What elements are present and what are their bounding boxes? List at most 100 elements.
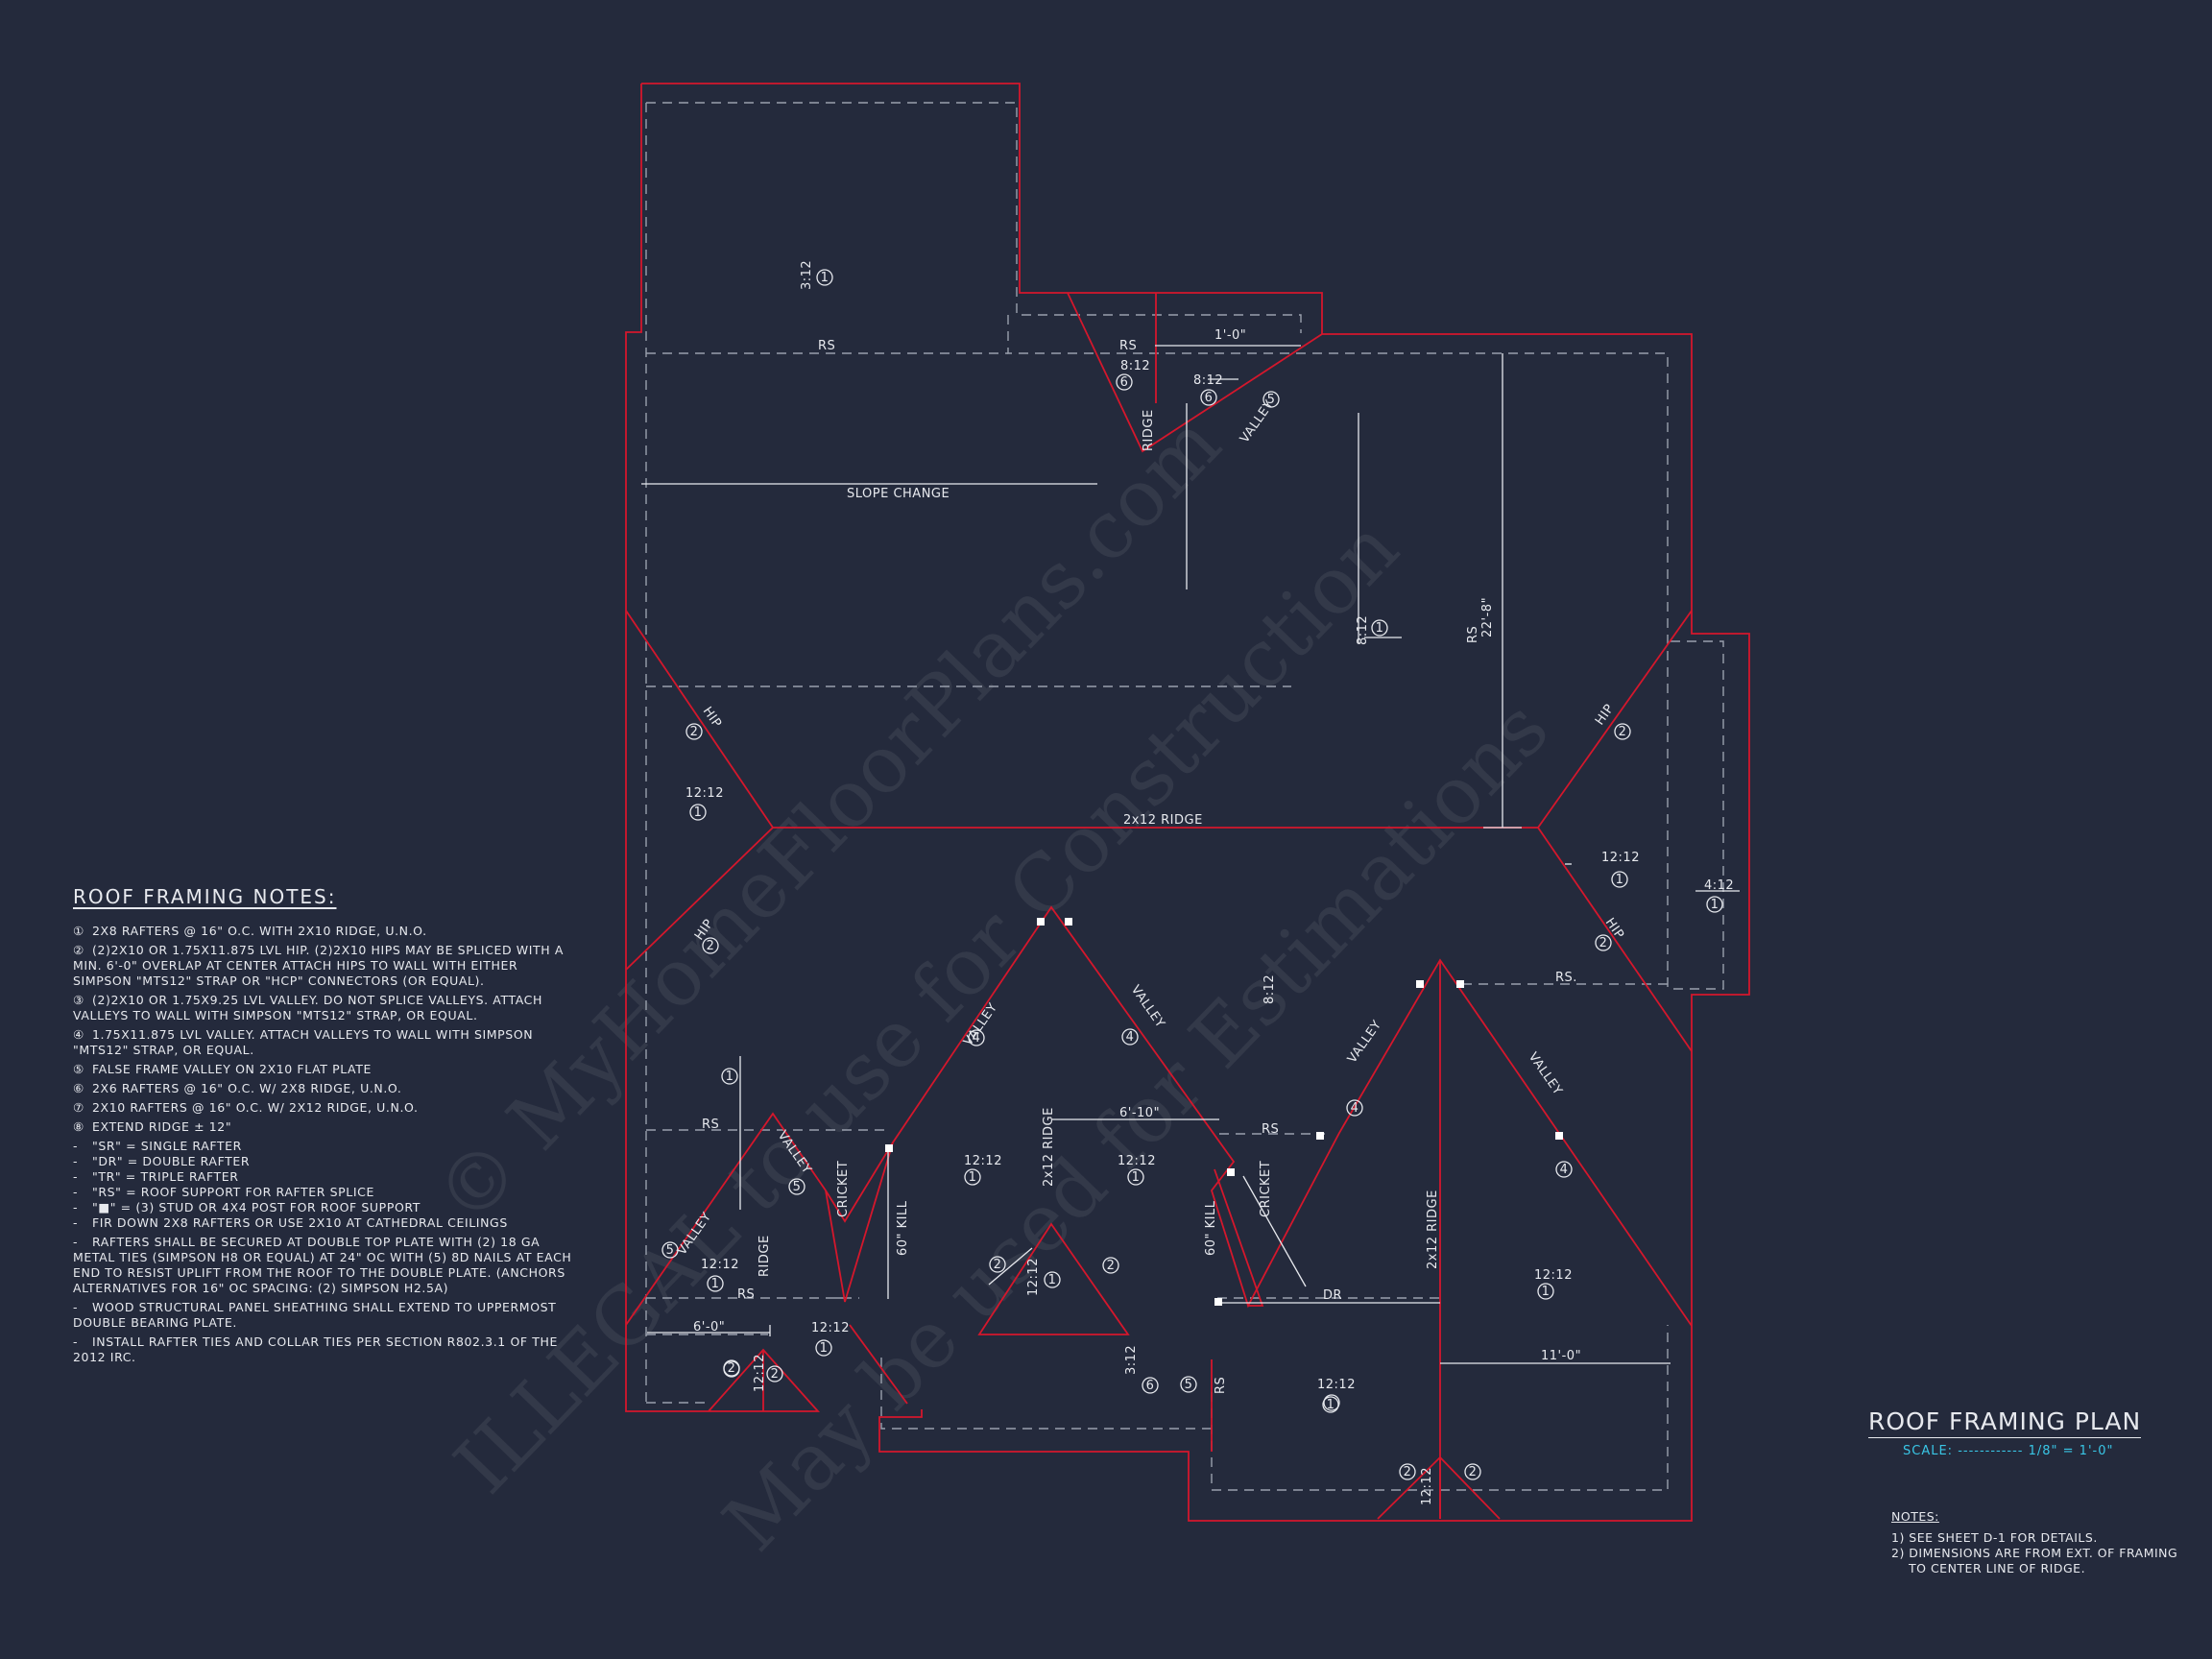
- note-item: ⑧ EXTEND RIDGE ± 12": [73, 1119, 572, 1135]
- note-item: ④1.75x11.875 LVL VALLEY. ATTACH VALLEYS …: [73, 1027, 572, 1058]
- drawing-scale: SCALE: ------------ 1/8" = 1'-0": [1903, 1444, 2114, 1458]
- support-post: [1065, 918, 1072, 926]
- note-marker: [1537, 1283, 1554, 1300]
- support-post: [1037, 918, 1045, 926]
- note-text: INSTALL RAFTER TIES AND COLLAR TIES PER …: [73, 1334, 558, 1364]
- label-ridge: RIDGE: [757, 1235, 772, 1277]
- notes-title: ROOF FRAMING NOTES:: [73, 885, 337, 908]
- note-number: ②: [73, 943, 84, 957]
- note-marker: [1127, 1168, 1144, 1186]
- note-marker: [707, 1275, 724, 1292]
- note-marker: [989, 1256, 1006, 1273]
- marker-number: 4: [1126, 1030, 1135, 1045]
- note-number: ①: [73, 924, 84, 938]
- note-item: ⑤ FALSE FRAME VALLEY ON 2x10 FLAT PLATE: [73, 1062, 572, 1077]
- note-text: "DR" = DOUBLE RAFTER: [92, 1154, 251, 1168]
- label-pitch-12-12: 12:12: [1534, 1268, 1573, 1283]
- label-pitch-8-12: 8:12: [1193, 373, 1223, 388]
- note-item: -"DR" = DOUBLE RAFTER: [73, 1154, 572, 1169]
- note-item: -"RS" = ROOF SUPPORT FOR RAFTER SPLICE: [73, 1185, 572, 1200]
- label-pitch-12-12: 12:12: [964, 1154, 1002, 1168]
- note-marker-numbers: 1 6 6 5 1 2 1 2 1 1 2 2 1 4 4 4 4 1 1 5 …: [666, 271, 1719, 1479]
- support-post: [1456, 980, 1464, 988]
- note-text: RAFTERS SHALL BE SECURED AT DOUBLE TOP P…: [73, 1235, 572, 1295]
- note-item: ②(2)2x10 OR 1.75x11.875 LVL HIP. (2)2x10…: [73, 943, 572, 989]
- label-dim-22-8: 22'-8": [1480, 597, 1495, 637]
- label-pitch-12-12: 12:12: [1118, 1154, 1156, 1168]
- note-text: "SR" = SINGLE RAFTER: [92, 1139, 242, 1153]
- marker-number: 1: [726, 1070, 734, 1084]
- marker-number: 2: [1107, 1259, 1116, 1273]
- note-item: -FIR DOWN 2x8 RAFTERS OR USE 2x10 AT CAT…: [73, 1215, 572, 1231]
- note-marker: [815, 1339, 832, 1357]
- note-marker: [788, 1178, 805, 1195]
- marker-number: 2: [728, 1361, 736, 1376]
- note-marker: [661, 1241, 679, 1259]
- note-text: 1.75x11.875 LVL VALLEY. ATTACH VALLEYS T…: [73, 1027, 534, 1057]
- note-number: ⑤: [73, 1062, 84, 1076]
- marker-number: 2: [1469, 1465, 1478, 1479]
- drafting-lines: [641, 345, 1740, 1364]
- note-text: EXTEND RIDGE ± 12": [92, 1119, 232, 1134]
- marker-number: 1: [969, 1170, 977, 1185]
- marker-number: 1: [711, 1277, 720, 1291]
- marker-number: 6: [1120, 375, 1129, 390]
- marker-number: 1: [820, 1341, 829, 1356]
- label-pitch-8-12: 8:12: [1356, 615, 1370, 645]
- label-dim-11-0: 11'-0": [1541, 1349, 1581, 1363]
- label-pitch-12-12: 12:12: [1420, 1467, 1434, 1505]
- note-text: WOOD STRUCTURAL PANEL SHEATHING SHALL EX…: [73, 1300, 557, 1330]
- note-marker: [1121, 1028, 1139, 1046]
- marker-number: 1: [694, 805, 703, 820]
- marker-number: 1: [1132, 1170, 1141, 1185]
- marker-number: 2: [1619, 725, 1627, 739]
- note-number: -: [73, 1169, 79, 1184]
- note-item: ⑥2x6 RAFTERS @ 16" O.C. W/ 2x8 RIDGE, U.…: [73, 1081, 572, 1096]
- support-post: [1214, 1298, 1222, 1306]
- label-kill-60: 60" KILL: [896, 1200, 910, 1256]
- note-item: ① 2x8 RAFTERS @ 16" O.C. WITH 2x10 RIDGE,…: [73, 924, 572, 939]
- marker-number: 1: [1542, 1285, 1551, 1299]
- label-rs: RS: [1119, 339, 1137, 353]
- marker-number: 2: [1404, 1465, 1412, 1479]
- note-number: -: [73, 1235, 79, 1249]
- note-number: -: [73, 1215, 79, 1230]
- label-rs: RS: [702, 1118, 719, 1132]
- support-post: [1416, 980, 1424, 988]
- note-marker: [1595, 934, 1612, 951]
- note-marker: [964, 1168, 981, 1186]
- label-dim-6-10: 6'-10": [1119, 1106, 1160, 1120]
- note-marker: [1322, 1396, 1339, 1413]
- note-marker: [1706, 896, 1723, 913]
- note-number: ④: [73, 1027, 84, 1042]
- label-pitch-8-12: 8:12: [1262, 974, 1277, 1004]
- note-text: "RS" = ROOF SUPPORT FOR RAFTER SPLICE: [92, 1185, 374, 1199]
- note-text: 2x6 RAFTERS @ 16" O.C. W/ 2x8 RIDGE, U.N…: [92, 1081, 402, 1095]
- note-number: ⑧: [73, 1119, 84, 1134]
- marker-number: 1: [1327, 1398, 1335, 1412]
- marker-number: 1: [1376, 621, 1384, 636]
- note-item: -"TR" = TRIPLE RAFTER: [73, 1169, 572, 1185]
- note-marker: [685, 723, 703, 740]
- note-marker: [689, 804, 707, 821]
- label-ridge-2x12: 2x12 RIDGE: [1042, 1107, 1056, 1187]
- note-text: 2x8 RAFTERS @ 16" O.C. WITH 2x10 RIDGE, …: [92, 924, 427, 938]
- note-text: FALSE FRAME VALLEY ON 2x10 FLAT PLATE: [92, 1062, 372, 1076]
- label-pitch-3-12: 3:12: [800, 260, 814, 290]
- note-marker: [1555, 1161, 1573, 1178]
- watermark: © MyHomeFloorPlans.com ILLEGAL to use fo…: [419, 397, 1566, 1568]
- marker-number: 1: [821, 271, 830, 285]
- marker-number: 4: [973, 1031, 981, 1046]
- note-marker: [1116, 373, 1133, 391]
- label-pitch-4-12: 4:12: [1704, 878, 1734, 893]
- note-item: -"SR" = SINGLE RAFTER: [73, 1139, 572, 1154]
- label-dim-1-0: 1'-0": [1214, 328, 1246, 343]
- label-pitch-3-12: 3:12: [1124, 1345, 1139, 1375]
- note-number: ⑦: [73, 1100, 84, 1115]
- note-marker: [1262, 391, 1280, 408]
- label-valley: VALLEY: [1526, 1050, 1565, 1098]
- marker-number: 6: [1146, 1379, 1155, 1393]
- support-post: [885, 1144, 893, 1152]
- marker-number: 1: [1711, 898, 1719, 912]
- sheet-note-item: 1) SEE SHEET D-1 FOR DETAILS.: [1891, 1530, 2098, 1545]
